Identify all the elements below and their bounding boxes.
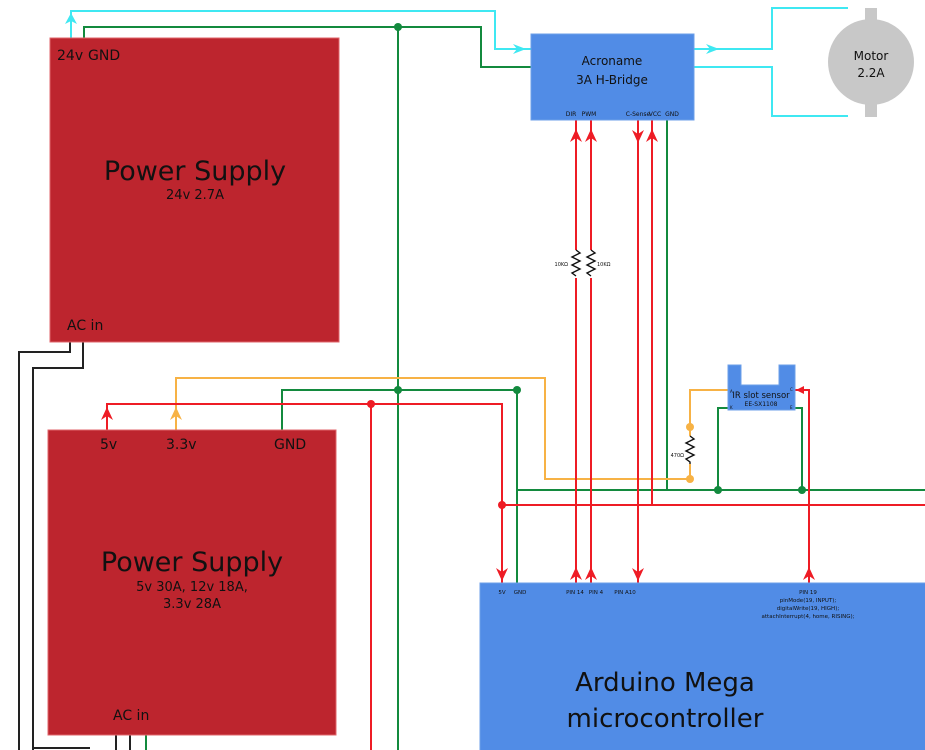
pin-14-label: PIN 14 — [566, 590, 584, 596]
pin-a10-label: PIN A10 — [614, 590, 636, 596]
psu-main-spec-2: 3.3v 28A — [163, 597, 221, 612]
pin-gnd-label: GND — [88, 48, 120, 64]
wires-gnd — [83, 23, 925, 750]
pin-5v-label: 5V — [498, 590, 505, 596]
resistor-ir — [684, 427, 696, 464]
wires-24v — [65, 7, 848, 117]
pin-gnd-label: GND — [274, 437, 306, 453]
arduino-title-2: microcontroller — [567, 704, 764, 734]
ir-pin-k: K — [730, 405, 733, 410]
pin-19-code-3: attachInterrupt(4, home, RISING); — [762, 614, 855, 620]
ac-wires — [18, 342, 131, 750]
pin-24v-label: 24v — [57, 48, 83, 64]
arrow-right-icon — [706, 44, 719, 54]
ir-pin-a: A — [730, 389, 733, 394]
ir-slot-sensor: IR slot sensor EE-SX1108 A K C E — [727, 364, 796, 411]
h-bridge: Acroname 3A H-Bridge DIR PWM C-Sense VCC… — [530, 33, 695, 121]
resistor-ir-label: 470Ω — [671, 453, 685, 459]
pin-dir-label: DIR — [566, 111, 577, 118]
power-supply-24v: 24v GND Power Supply 24v 2.7A AC in — [49, 37, 340, 343]
motor-label-1: Motor — [854, 49, 889, 63]
resistor-pwm — [585, 249, 597, 277]
pin-5v-label: 5v — [100, 437, 117, 453]
h-bridge-title-1: Acroname — [582, 54, 643, 68]
arduino-mega: 5V GND PIN 14 PIN 4 PIN A10 PIN 19 pinMo… — [479, 582, 925, 750]
resistor-dir — [570, 249, 582, 277]
arduino-title-1: Arduino Mega — [575, 668, 755, 698]
pin-4-label: PIN 4 — [589, 590, 604, 596]
arrow-up-icon — [65, 13, 77, 24]
psu-main-spec-1: 5v 30A, 12v 18A, — [136, 580, 248, 595]
pin-19-label: PIN 19 — [799, 590, 817, 596]
pin-vcc-label: VCC — [649, 111, 661, 118]
wires-5v — [101, 120, 925, 750]
ir-sensor-title: IR slot sensor — [732, 391, 790, 401]
resistor-pwm-label: 10KΩ — [597, 262, 611, 268]
pin-gnd-label: GND — [514, 590, 527, 596]
power-supply-main: 5v 3.3v GND Power Supply 5v 30A, 12v 18A… — [47, 429, 337, 736]
ir-pin-c: C — [790, 387, 793, 392]
motor-label-2: 2.2A — [857, 66, 885, 80]
pin-19-code-1: pinMode(19, INPUT); — [780, 598, 837, 604]
motor-icon — [828, 19, 914, 105]
pin-ac-label: AC in — [113, 708, 149, 724]
motor: Motor 2.2A — [828, 8, 914, 117]
resistor-dir-label: 10KΩ — [555, 262, 569, 268]
psu-24v-spec: 24v 2.7A — [166, 188, 224, 203]
wires-3v3 — [170, 377, 728, 483]
ir-pin-e: E — [790, 405, 793, 410]
h-bridge-title-2: 3A H-Bridge — [576, 73, 648, 87]
arrow-right-icon — [513, 44, 526, 54]
pin-ac-label: AC in — [67, 318, 103, 334]
pin-pwm-label: PWM — [582, 111, 597, 118]
psu-main-title: Power Supply — [101, 547, 283, 578]
pin-3v3-label: 3.3v — [166, 437, 197, 453]
pin-c-sense-label: C-Sense — [626, 111, 651, 118]
psu-24v-title: Power Supply — [104, 156, 286, 187]
ir-sensor-model: EE-SX1108 — [745, 401, 778, 408]
pin-gnd-label: GND — [665, 111, 679, 118]
pin-19-code-2: digitalWrite(19, HIGH); — [777, 606, 840, 612]
